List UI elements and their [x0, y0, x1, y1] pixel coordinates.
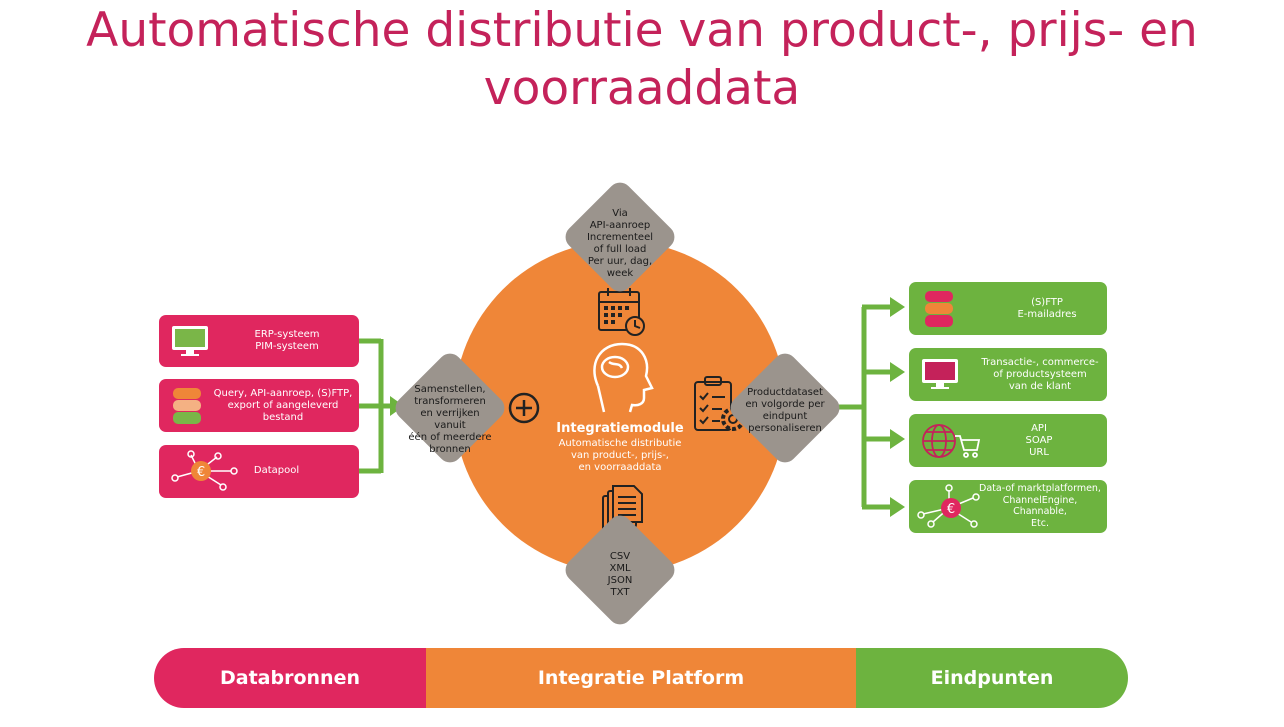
- database-icon: [925, 291, 953, 327]
- endpoint-marketplaces: € Data-of marktplatformen, ChannelEngine…: [909, 480, 1107, 533]
- database-icon: [173, 388, 201, 424]
- euro-network-icon: €: [917, 484, 980, 528]
- source-label: ERP-systeem PIM-systeem: [254, 329, 320, 352]
- endpoint-label: Data-of marktplatformen, ChannelEngine, …: [979, 483, 1101, 529]
- source-erp-pim: ERP-systeem PIM-systeem: [159, 315, 359, 367]
- globe-cart-icon: [922, 424, 981, 458]
- legend-databronnen: Databronnen: [154, 648, 426, 708]
- brain-head-icon: [593, 342, 654, 413]
- endpoint-label: Transactie-, commerce- of productsysteem…: [981, 357, 1099, 392]
- endpoint-label: (S)FTP E-mailadres: [1017, 297, 1077, 320]
- monitor-icon: [922, 359, 958, 389]
- calendar-grid: [604, 306, 629, 324]
- diamond-personalize-text: Productdataset en volgorde per eindpunt …: [745, 387, 825, 434]
- endpoint-sftp-email: (S)FTP E-mailadres: [909, 282, 1107, 335]
- endpoint-api: API SOAP URL: [909, 414, 1107, 467]
- source-connectors: [358, 338, 392, 474]
- svg-text:€: €: [197, 465, 205, 480]
- integration-circle: [454, 241, 786, 573]
- diamond-frequency-text: Via API-aanroep Incrementeel of full loa…: [586, 208, 654, 279]
- page-title: Automatische distributie van product-, p…: [86, 3, 1198, 116]
- center-description: Automatische distributie van product-, p…: [558, 438, 682, 473]
- endpoint-customer-system: Transactie-, commerce- of productsysteem…: [909, 348, 1107, 401]
- diamond-formats-text: CSV XML JSON TXT: [607, 551, 633, 598]
- source-query-api: Query, API-aanroep, (S)FTP, export of aa…: [159, 379, 359, 432]
- legend-eindpunten: Eindpunten: [856, 648, 1128, 708]
- svg-text:€: €: [947, 502, 955, 517]
- endpoint-connectors: [838, 304, 892, 510]
- source-label: Datapool: [253, 465, 300, 476]
- legend-integratie-platform: Integratie Platform: [426, 648, 856, 708]
- source-label: Query, API-aanroep, (S)FTP, export of aa…: [213, 388, 353, 423]
- center-title: Integratiemodule: [556, 421, 684, 436]
- plus-circle-icon: [508, 392, 540, 424]
- endpoint-label: API SOAP URL: [1025, 423, 1053, 458]
- diamond-transform-text: Samenstellen, transformeren en verrijken…: [408, 384, 492, 455]
- endpoint-arrow-heads: [890, 297, 905, 517]
- calendar-clock-icon: [598, 288, 645, 336]
- legend-bar: Databronnen Integratie Platform Eindpunt…: [154, 648, 1128, 708]
- euro-network-icon: €: [171, 450, 238, 491]
- monitor-icon: [172, 326, 208, 356]
- source-datapool: € Datapool: [159, 445, 359, 498]
